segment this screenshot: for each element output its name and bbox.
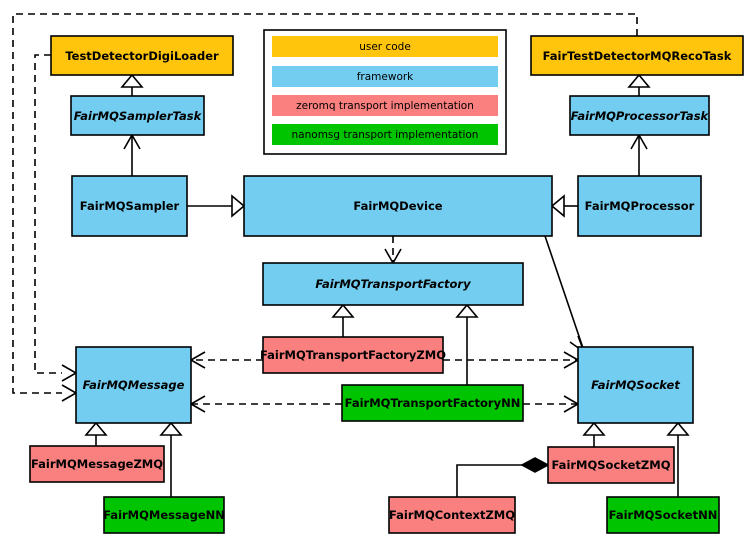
node-fairmqsocketzmq[interactable]: FairMQSocketZMQ	[547, 446, 675, 484]
node-label-fairmqmessagezmq: FairMQMessageZMQ	[31, 457, 163, 471]
composition-diamond-socketzmq	[520, 457, 550, 473]
legend: user code framework zeromq transport imp…	[263, 29, 507, 155]
legend-item-user-code: user code	[272, 36, 498, 57]
legend-label-zeromq: zeromq transport implementation	[296, 100, 474, 112]
node-label-testdetectordigiloader: TestDetectorDigiLoader	[65, 49, 219, 63]
edge-digiloader-to-message	[34, 54, 62, 374]
arrowhead-messagenn-to-message	[159, 421, 183, 436]
node-label-fairmqsocket: FairMQSocket	[591, 378, 680, 392]
node-fairmqtransportfactory[interactable]: FairMQTransportFactory	[262, 262, 524, 306]
node-fairmqcontextzmq[interactable]: FairMQContextZMQ	[388, 496, 516, 534]
node-fairmqsocketnn[interactable]: FairMQSocketNN	[606, 496, 720, 534]
arrowhead-digiloader-to-message	[61, 364, 78, 382]
legend-label-framework: framework	[357, 71, 414, 83]
node-label-fairmqsamplertask: FairMQSamplerTask	[74, 109, 203, 123]
edge-recotask-to-message	[12, 13, 638, 394]
node-fairmqsamplertask[interactable]: FairMQSamplerTask	[70, 95, 205, 136]
arrowhead-sampler-to-device	[231, 194, 246, 218]
arrowhead-processor-to-device	[550, 194, 565, 218]
edge-device-to-socket	[544, 235, 584, 349]
node-label-fairmqsampler: FairMQSampler	[80, 199, 180, 213]
node-label-fairmqtransportfactory: FairMQTransportFactory	[315, 277, 471, 291]
node-label-fairmqprocessortask: FairMQProcessorTask	[571, 109, 710, 123]
node-fairmqtransportfactorynn[interactable]: FairMQTransportFactoryNN	[341, 384, 524, 422]
legend-label-user-code: user code	[359, 41, 411, 53]
arrowhead-samplertask-to-digiloader	[120, 73, 144, 88]
node-label-fairmqsocketzmq: FairMQSocketZMQ	[552, 458, 671, 472]
node-fairmqmessagezmq[interactable]: FairMQMessageZMQ	[29, 445, 165, 483]
edge-socketzmq-to-contextzmq	[456, 464, 535, 497]
arrowhead-recotask-to-message	[61, 384, 78, 402]
node-label-fairmqprocessor: FairMQProcessor	[585, 199, 695, 213]
node-label-fairmqtransportfactorynn: FairMQTransportFactoryNN	[345, 396, 521, 410]
node-fairmqtransportfactoryzmq[interactable]: FairMQTransportFactoryZMQ	[260, 336, 446, 374]
arrowhead-transportfactoryzmq-to-transportfactory	[331, 303, 355, 318]
arrowhead-processortask-to-recotask	[627, 73, 651, 88]
arrowhead-socketnn-to-socket	[666, 421, 690, 436]
legend-item-framework: framework	[272, 66, 498, 87]
edge-layer	[12, 13, 690, 497]
node-fairmqmessagenn[interactable]: FairMQMessageNN	[103, 496, 225, 534]
node-fairmqsocket[interactable]: FairMQSocket	[577, 346, 694, 424]
node-testdetectordigiloader[interactable]: TestDetectorDigiLoader	[50, 35, 234, 76]
node-fairmqprocessortask[interactable]: FairMQProcessorTask	[569, 95, 710, 136]
node-label-fairmqcontextzmq: FairMQContextZMQ	[389, 508, 515, 522]
node-label-fairmqmessage: FairMQMessage	[83, 378, 185, 392]
node-fairmqmessage[interactable]: FairMQMessage	[75, 346, 192, 424]
arrowhead-messagezmq-to-message	[84, 421, 108, 436]
node-fairmqprocessor[interactable]: FairMQProcessor	[577, 175, 702, 237]
node-label-fairmqsocketnn: FairMQSocketNN	[609, 508, 718, 522]
legend-label-nanomsg: nanomsg transport implementation	[292, 129, 479, 141]
legend-item-nanomsg: nanomsg transport implementation	[272, 124, 498, 145]
node-fairtestdetectormqrecotask[interactable]: FairTestDetectorMQRecoTask	[530, 35, 744, 76]
node-fairmqsampler[interactable]: FairMQSampler	[71, 175, 188, 237]
node-label-fairtestdetectormqrecotask: FairTestDetectorMQRecoTask	[543, 49, 732, 63]
node-label-fairmqmessagenn: FairMQMessageNN	[103, 508, 225, 522]
node-label-fairmqdevice: FairMQDevice	[353, 199, 442, 213]
node-label-fairmqtransportfactoryzmq: FairMQTransportFactoryZMQ	[260, 348, 446, 362]
legend-item-zeromq: zeromq transport implementation	[272, 95, 498, 116]
arrowhead-socketzmq-to-socket	[582, 421, 606, 436]
arrowhead-transportfactorynn-to-transportfactory	[455, 303, 479, 318]
node-layer: TestDetectorDigiLoader FairMQSamplerTask…	[29, 35, 744, 534]
node-fairmqdevice[interactable]: FairMQDevice	[243, 175, 553, 237]
